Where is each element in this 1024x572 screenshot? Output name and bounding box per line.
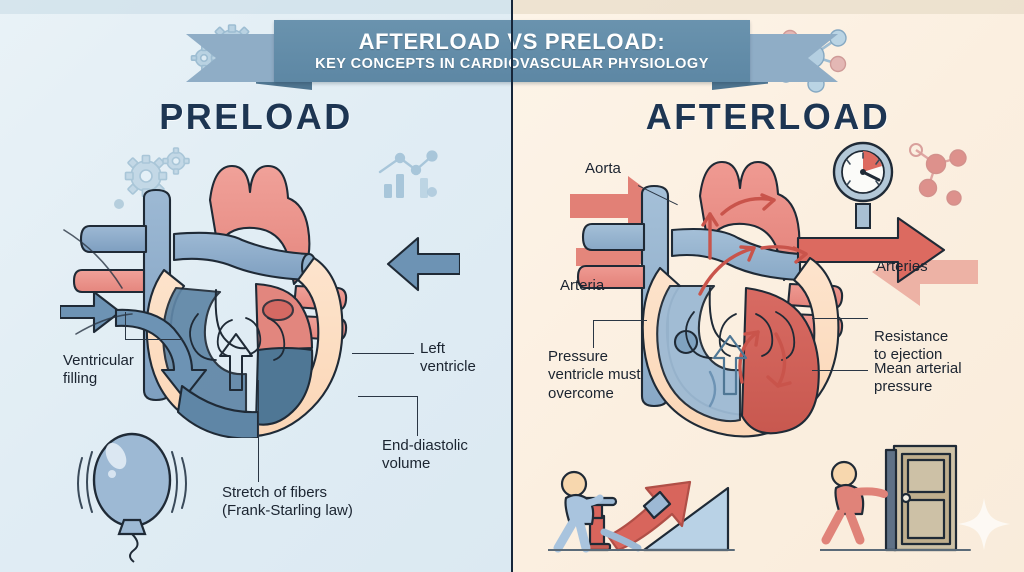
leader-mean-arterial [812,370,868,372]
top-strip-right [512,0,1024,14]
label-aorta: Aorta [585,160,621,177]
label-arteries: Arteries [876,258,928,275]
molecule-icon-right [909,143,967,206]
label-pressure-ventricle-must-overcome: Pressure ventricle must overcome [548,348,641,402]
label-ventricular-filling: Ventricular filling [63,352,134,388]
leader-left-ventricle [352,353,414,355]
gears-icon-mid-left [114,147,190,209]
top-strip-left [0,0,512,14]
label-mean-arterial-pressure: Mean arterial pressure [874,360,962,396]
leader-edv-h [358,396,418,398]
leader-ventricular-filling [125,312,127,340]
bar-line-chart-icon [378,150,438,198]
label-arteria: Arteria [560,277,605,294]
leader-resistance [812,318,868,320]
sparkle-icon [958,498,1010,550]
person-pumping-icon [548,470,735,553]
panel-divider [511,0,513,572]
afterload-heart-diagram [570,141,978,438]
leader-ventricular-filling-h [125,339,183,341]
afterload-heading: AFTERLOAD [645,96,891,137]
preload-heading: PRELOAD [159,96,353,137]
pressure-gauge-icon [832,141,894,229]
leader-pressure-v [593,320,595,348]
leader-pressure-h [593,320,647,322]
person-pushing-door-icon [820,444,971,552]
balloon-icon [77,432,187,563]
label-left-ventricle: Left ventricle [420,340,476,376]
label-end-diastolic-volume: End-diastolic volume [382,437,468,473]
label-stretch-of-fibers: Stretch of fibers (Frank-Starling law) [222,484,353,520]
leader-edv-v [417,396,419,436]
leader-stretch [258,380,260,482]
preload-heart-diagram [60,164,460,438]
label-resistance-to-ejection: Resistance to ejection [874,328,949,364]
